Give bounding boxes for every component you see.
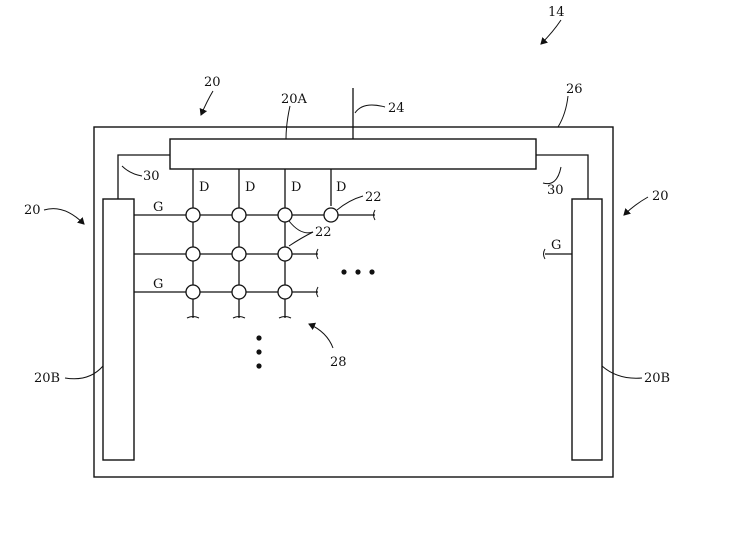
pixel	[186, 285, 200, 299]
ref-14: 14	[548, 5, 565, 20]
pixel	[278, 247, 292, 261]
ref-30-left: 30	[143, 169, 160, 184]
gate-line-label-right: G	[551, 238, 561, 253]
ref-20-top: 20	[204, 75, 221, 90]
pixel	[232, 285, 246, 299]
display-substrate	[94, 127, 613, 477]
ref-26: 26	[566, 82, 583, 97]
data-line-label: D	[199, 180, 209, 195]
data-line-label: D	[336, 180, 346, 195]
ref-24: 24	[388, 101, 405, 116]
pixel	[324, 208, 338, 222]
ref-30-right: 30	[547, 183, 564, 198]
gate-line-label: G	[153, 200, 163, 215]
driver-ic-20a	[170, 139, 536, 169]
ref-20a: 20A	[281, 92, 308, 107]
ref-22-b: 22	[315, 225, 332, 240]
gate-driver-left	[103, 199, 134, 460]
ref-20b-left: 20B	[34, 371, 60, 386]
data-line-label: D	[291, 180, 301, 195]
pixel	[186, 208, 200, 222]
ref-20-left: 20	[24, 203, 41, 218]
ref-20-right: 20	[652, 189, 669, 204]
data-line-label: D	[245, 180, 255, 195]
pixel	[278, 208, 292, 222]
ref-20b-right: 20B	[644, 371, 670, 386]
gate-line-label: G	[153, 277, 163, 292]
pixel	[232, 208, 246, 222]
ref-28: 28	[330, 355, 347, 370]
pixel	[278, 285, 292, 299]
pixel	[232, 247, 246, 261]
gate-driver-right	[572, 199, 602, 460]
ref-22-a: 22	[365, 190, 382, 205]
pixel	[186, 247, 200, 261]
